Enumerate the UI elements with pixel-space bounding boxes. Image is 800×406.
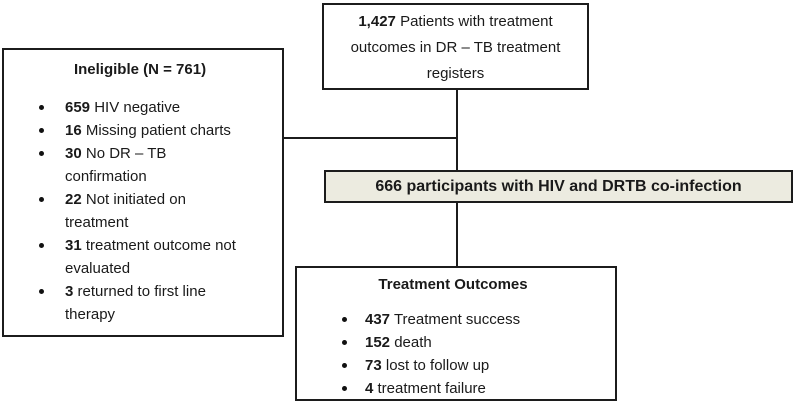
- ineligible-title: Ineligible (N = 761): [73, 61, 207, 78]
- ineligible-list: 659 HIV negative 16 Missing patient char…: [4, 96, 276, 326]
- connector-cohort-to-outcomes: [456, 202, 458, 267]
- treatment-outcomes-box: Treatment Outcomes 437 Treatment success…: [295, 266, 617, 401]
- item-count: 152: [365, 334, 391, 351]
- item-label: Not initiated on treatment: [65, 191, 186, 231]
- total-patients-box: 1,427 Patients with treatment outcomes i…: [322, 3, 589, 90]
- list-item-text: 22 Not initiated on treatment: [65, 188, 247, 234]
- list-item: 73 lost to follow up: [341, 354, 609, 377]
- outcomes-title: Treatment Outcomes: [378, 276, 528, 293]
- list-item-text: 30 No DR – TB confirmation: [65, 142, 247, 188]
- ineligible-box: Ineligible (N = 761) 659 HIV negative 16…: [2, 48, 284, 337]
- cohort-box: 666 participants with HIV and DRTB co-in…: [324, 170, 793, 203]
- item-label: death: [394, 334, 432, 351]
- list-item: 659 HIV negative: [38, 96, 276, 119]
- item-label: treatment outcome not evaluated: [65, 237, 236, 277]
- item-count: 30: [65, 145, 82, 162]
- list-item: 437 Treatment success: [341, 308, 609, 331]
- list-item-text: 4 treatment failure: [365, 377, 486, 400]
- list-item-text: 437 Treatment success: [365, 308, 520, 331]
- item-count: 73: [365, 357, 382, 374]
- total-patients-count: 1,427: [358, 13, 396, 30]
- list-item-text: 73 lost to follow up: [365, 354, 489, 377]
- list-item: 16 Missing patient charts: [38, 119, 276, 142]
- cohort-label: 666 participants with HIV and DRTB co-in…: [375, 177, 742, 195]
- item-count: 16: [65, 122, 82, 139]
- item-count: 22: [65, 191, 82, 208]
- list-item-text: 152 death: [365, 331, 432, 354]
- list-item: 152 death: [341, 331, 609, 354]
- total-patients-label: Patients with treatment outcomes in DR –…: [350, 13, 561, 82]
- item-count: 4: [365, 380, 374, 397]
- item-count: 31: [65, 237, 82, 254]
- connector-ineligible-branch: [284, 137, 457, 139]
- item-label: lost to follow up: [385, 357, 490, 374]
- item-label: Missing patient charts: [85, 122, 231, 139]
- list-item-text: 3 returned to first line therapy: [65, 280, 247, 326]
- item-label: HIV negative: [94, 99, 181, 116]
- item-label: No DR – TB confirmation: [65, 145, 167, 185]
- item-label: treatment failure: [377, 380, 486, 397]
- list-item-text: 659 HIV negative: [65, 96, 180, 119]
- list-item: 4 treatment failure: [341, 377, 609, 400]
- connector-total-to-cohort: [456, 89, 458, 171]
- item-count: 659: [65, 99, 91, 116]
- list-item-text: 16 Missing patient charts: [65, 119, 231, 142]
- item-label: Treatment success: [393, 311, 521, 328]
- item-count: 3: [65, 283, 74, 300]
- list-item: 31 treatment outcome not evaluated: [38, 234, 276, 280]
- list-item: 22 Not initiated on treatment: [38, 188, 276, 234]
- item-label: returned to first line therapy: [65, 283, 206, 323]
- item-count: 437: [365, 311, 391, 328]
- outcomes-list: 437 Treatment success 152 death 73 lost …: [297, 308, 609, 400]
- list-item: 3 returned to first line therapy: [38, 280, 276, 326]
- list-item: 30 No DR – TB confirmation: [38, 142, 276, 188]
- list-item-text: 31 treatment outcome not evaluated: [65, 234, 247, 280]
